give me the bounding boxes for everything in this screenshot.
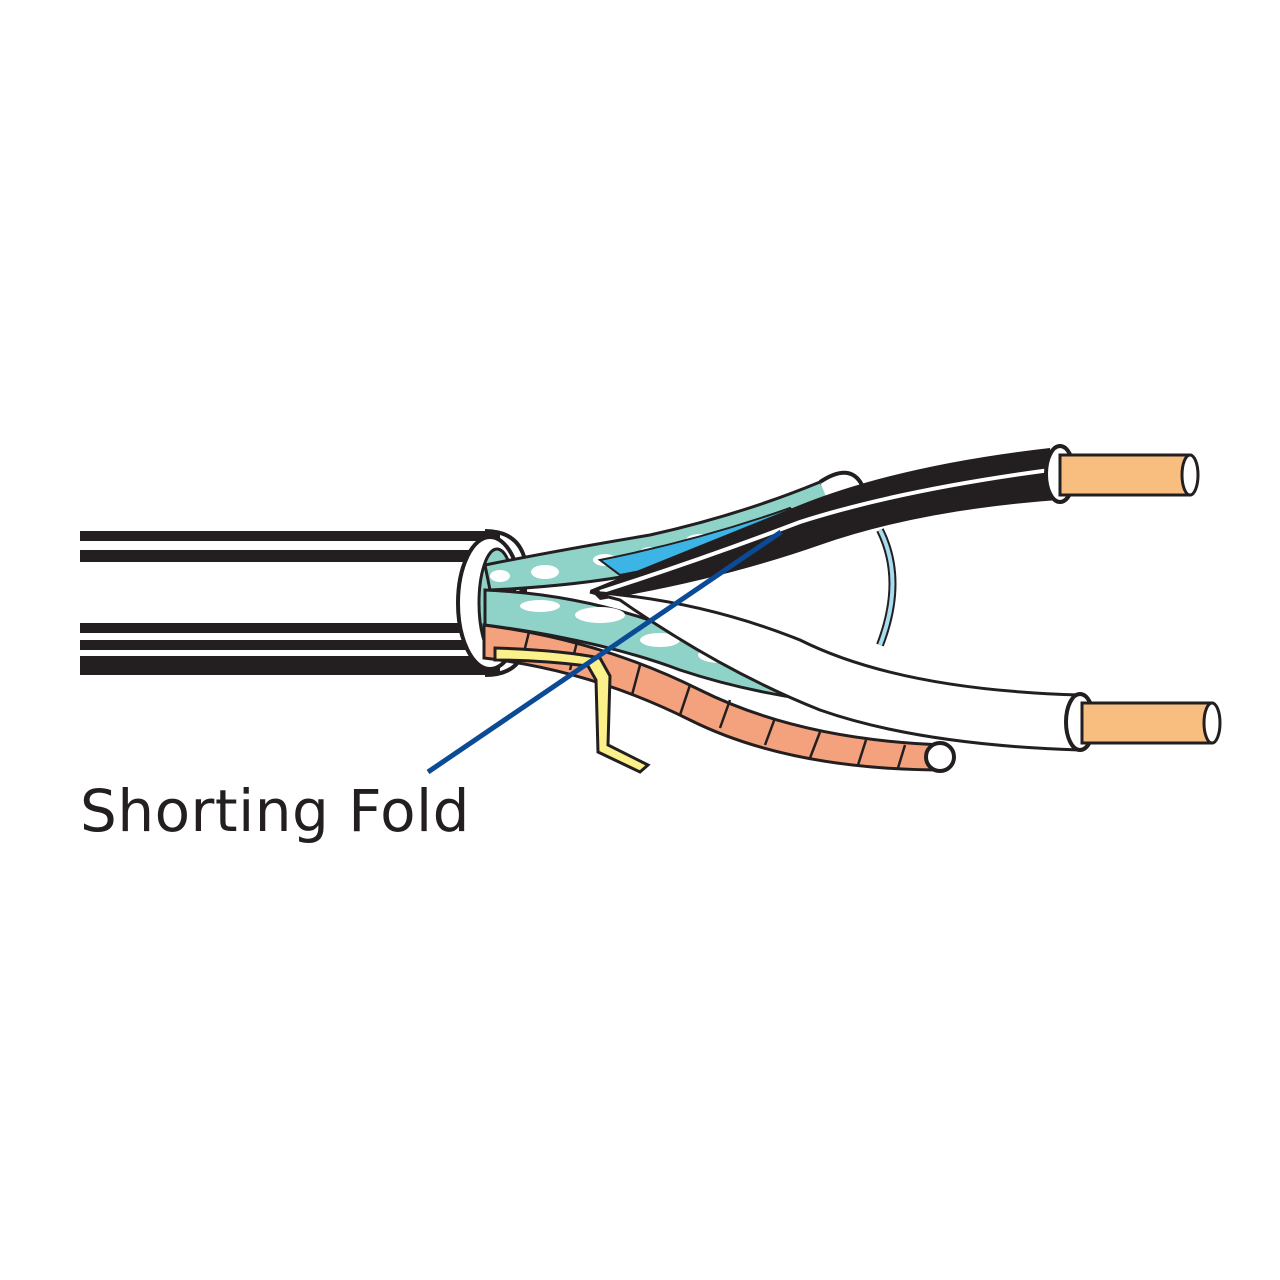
white-conductor-copper <box>1080 701 1214 745</box>
leader-line <box>426 529 783 775</box>
ripcord <box>493 646 651 774</box>
shorting-fold-label: Shorting Fold <box>80 777 470 845</box>
outer-jacket <box>80 529 527 677</box>
black-conductor-copper <box>1058 453 1192 497</box>
black-conductor <box>590 444 1200 600</box>
white-conductor <box>589 590 1222 752</box>
